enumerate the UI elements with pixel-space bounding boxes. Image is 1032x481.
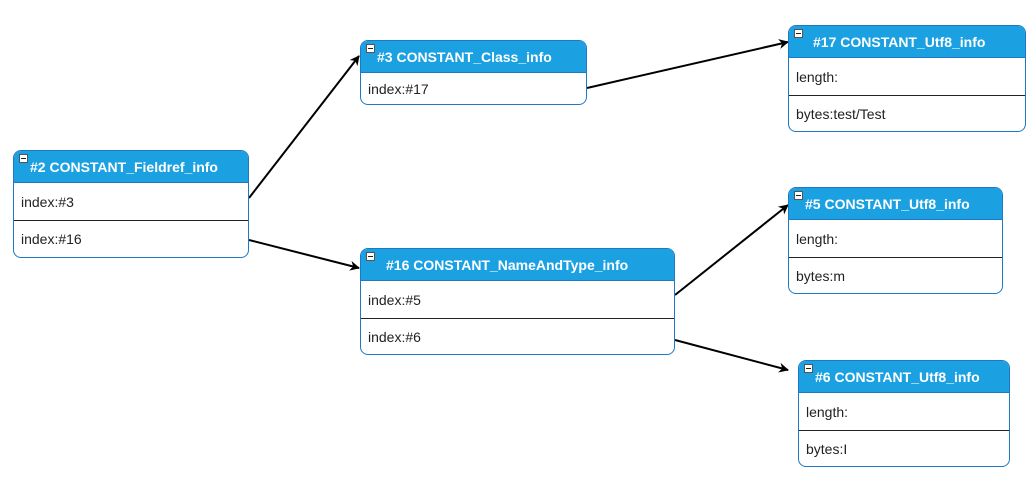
edge-fieldref-to-class3	[248, 55, 360, 199]
collapse-icon[interactable]	[794, 29, 803, 38]
edge-fieldref-to-nameandtype16	[248, 239, 360, 271]
field-bytes: bytes:I	[799, 430, 1009, 466]
node-utf8-6[interactable]: #6 CONSTANT_Utf8_info length: bytes:I	[798, 360, 1010, 467]
field-index-6: index:#6	[361, 318, 674, 354]
collapse-icon[interactable]	[366, 252, 375, 261]
node-header[interactable]: #17 CONSTANT_Utf8_info	[789, 26, 1025, 58]
field-index-5: index:#5	[368, 291, 421, 308]
collapse-icon[interactable]	[366, 44, 375, 53]
field-index-17: index:#17	[368, 80, 429, 97]
node-utf8-17[interactable]: #17 CONSTANT_Utf8_info length: bytes:tes…	[788, 25, 1026, 132]
node-fieldref-2[interactable]: #2 CONSTANT_Fieldref_info index:#3 index…	[13, 150, 249, 258]
node-utf8-5[interactable]: #5 CONSTANT_Utf8_info length: bytes:m	[788, 187, 1003, 294]
edge-class3-to-utf17	[586, 39, 789, 89]
node-class-3[interactable]: #3 CONSTANT_Class_info index:#17	[360, 40, 587, 105]
edge-nameandtype16-to-utf5	[674, 204, 789, 296]
edge-nameandtype16-to-utf6	[674, 339, 789, 373]
field-index-3: index:#3	[21, 193, 74, 210]
node-title: #6 CONSTANT_Utf8_info	[815, 368, 980, 385]
collapse-icon[interactable]	[19, 154, 28, 163]
node-title: #16 CONSTANT_NameAndType_info	[386, 256, 629, 273]
node-title: #2 CONSTANT_Fieldref_info	[30, 158, 218, 175]
field-bytes: bytes:test/Test	[789, 95, 1025, 131]
field-length: length:	[806, 403, 849, 420]
node-nameandtype-16[interactable]: #16 CONSTANT_NameAndType_info index:#5 i…	[360, 248, 675, 355]
collapse-icon[interactable]	[794, 191, 803, 200]
node-title: #17 CONSTANT_Utf8_info	[813, 33, 986, 50]
node-header[interactable]: #6 CONSTANT_Utf8_info	[799, 361, 1009, 393]
field-length: length:	[796, 68, 839, 85]
node-title: #5 CONSTANT_Utf8_info	[805, 195, 970, 212]
field-bytes: bytes:m	[789, 257, 1002, 293]
field-index-16: index:#16	[14, 220, 248, 257]
collapse-icon[interactable]	[804, 364, 813, 373]
field-length: length:	[796, 230, 839, 247]
node-header[interactable]: #2 CONSTANT_Fieldref_info	[14, 151, 248, 183]
node-title: #3 CONSTANT_Class_info	[377, 48, 552, 65]
node-header[interactable]: #5 CONSTANT_Utf8_info	[789, 188, 1002, 220]
node-header[interactable]: #16 CONSTANT_NameAndType_info	[361, 249, 674, 281]
node-header[interactable]: #3 CONSTANT_Class_info	[361, 41, 586, 73]
